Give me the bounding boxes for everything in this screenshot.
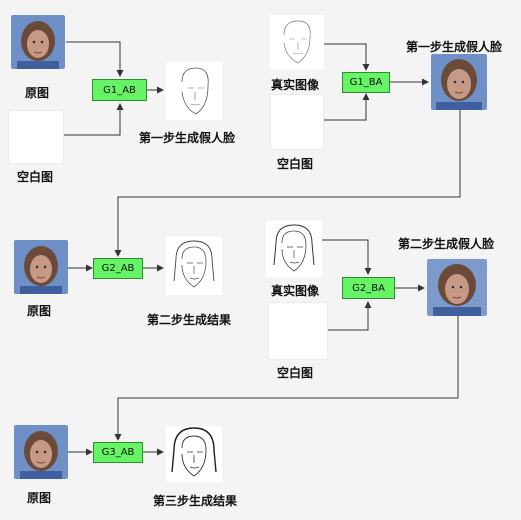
fake-photo-step1 bbox=[431, 54, 487, 110]
connector-real-to-g1ba bbox=[324, 43, 370, 71]
label-original-1: 原图 bbox=[25, 86, 50, 100]
label-step1-fake-right: 第一步生成假人脸 bbox=[406, 40, 503, 54]
fake-sketch-step2 bbox=[166, 237, 222, 295]
connector-blank-to-g1ab bbox=[64, 103, 124, 136]
node-g1-ba: G1_BA bbox=[342, 72, 390, 93]
node-g2-ab: G2_AB bbox=[93, 258, 143, 279]
node-g1-ab: G1_AB bbox=[92, 79, 147, 101]
label-step2-result: 第二步生成结果 bbox=[147, 313, 232, 327]
label-blank-3: 空白图 bbox=[277, 366, 314, 380]
label-blank-2: 空白图 bbox=[277, 157, 314, 171]
fake-sketch-step1 bbox=[166, 62, 222, 120]
connector-real2-to-g2ba bbox=[322, 239, 372, 275]
original-photo-1 bbox=[11, 15, 65, 69]
face-sketch-icon bbox=[173, 240, 215, 288]
label-real-2: 真实图像 bbox=[271, 284, 320, 298]
node-g3-ab: G3_AB bbox=[93, 442, 143, 463]
face-sketch-icon bbox=[283, 20, 311, 64]
face-photo-icon bbox=[14, 240, 68, 294]
real-sketch-2 bbox=[266, 221, 322, 277]
face-sketch-icon bbox=[181, 67, 209, 115]
label-step2-fake: 第二步生成假人脸 bbox=[398, 237, 495, 251]
face-sketch-icon bbox=[171, 427, 217, 477]
connector-blank-to-g1ba bbox=[324, 93, 370, 121]
face-sketch-icon bbox=[273, 224, 315, 272]
face-photo-icon bbox=[11, 15, 65, 69]
fake-sketch-step3 bbox=[166, 426, 222, 482]
face-photo-icon bbox=[427, 259, 487, 316]
face-photo-icon bbox=[14, 425, 68, 479]
node-g2-ba: G2_BA bbox=[342, 277, 395, 299]
label-step3-result: 第三步生成结果 bbox=[153, 494, 238, 508]
label-original-3: 原图 bbox=[27, 491, 52, 505]
original-photo-3 bbox=[14, 425, 68, 479]
fake-photo-step2 bbox=[427, 259, 487, 316]
label-real-1: 真实图像 bbox=[271, 78, 320, 92]
label-blank-1: 空白图 bbox=[17, 170, 54, 184]
connector-original-to-g1ab bbox=[66, 41, 124, 77]
connector-blank2-to-g2ba bbox=[328, 301, 372, 331]
blank-image-3 bbox=[268, 302, 328, 360]
blank-image-1 bbox=[8, 110, 64, 164]
original-photo-2 bbox=[14, 240, 68, 294]
face-photo-icon bbox=[431, 54, 487, 110]
label-original-2: 原图 bbox=[27, 304, 52, 318]
label-step1-fake-left: 第一步生成假人脸 bbox=[139, 131, 236, 145]
real-sketch-1 bbox=[270, 15, 324, 69]
blank-image-2 bbox=[270, 94, 324, 150]
